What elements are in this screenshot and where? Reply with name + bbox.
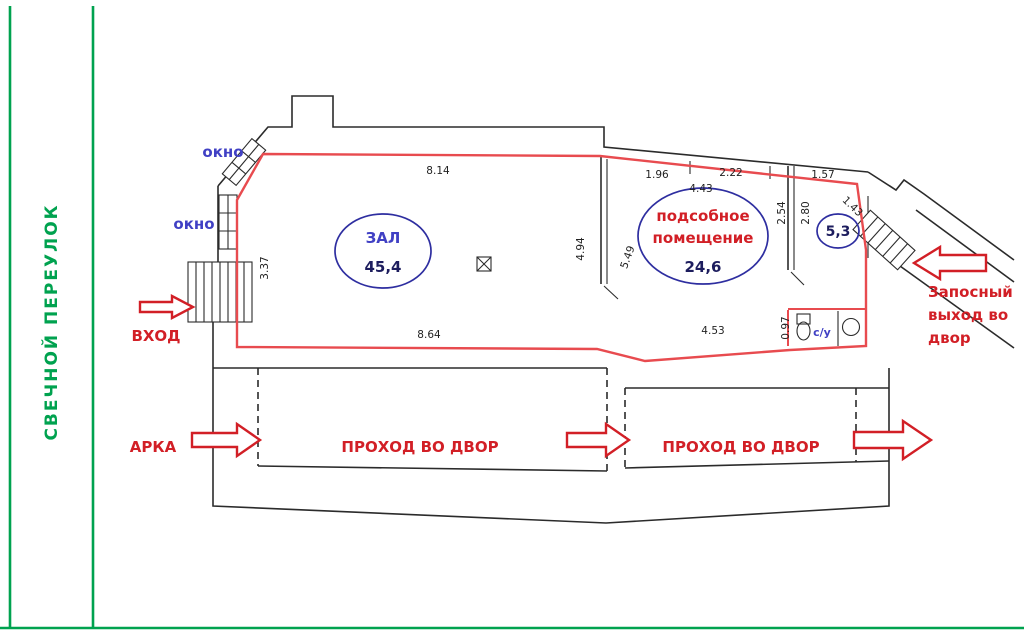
entrance-stairs <box>187 261 253 323</box>
dim-utility-bottom: 4.53 <box>701 325 724 337</box>
dim-hall-right: 4.94 <box>575 237 587 261</box>
small-room-area: 5,3 <box>826 224 851 240</box>
hall-ellipse <box>334 213 432 289</box>
exit-label-line2: выход во <box>928 306 1008 324</box>
wc-fixtures <box>796 311 861 346</box>
utility-name-line1: подсобное <box>656 207 749 225</box>
wc-label: с/у <box>813 326 831 339</box>
exit-label-line3: двор <box>928 329 971 347</box>
vent-symbol-icon <box>476 256 492 272</box>
dim-seg-254: 2.54 <box>776 201 788 225</box>
street-frame <box>0 6 1024 630</box>
utility-ellipse <box>637 187 769 285</box>
dimension-labels: 8.14 1.96 2.22 1.57 4.43 2.54 2.80 1.43 … <box>259 165 865 341</box>
passage-left-arrow-icon <box>565 421 632 459</box>
arch-arrow-icon <box>190 421 263 459</box>
building-outline <box>212 95 1015 524</box>
street-label: СВЕЧНОЙ ПЕРЕУЛОК <box>40 203 62 440</box>
dim-hall-diagonal: 5.49 <box>618 244 637 270</box>
entrance-label: ВХОД <box>131 327 180 345</box>
dim-seg-222: 2.22 <box>719 167 742 179</box>
hall-name: ЗАЛ <box>366 229 401 247</box>
dim-hall-bottom: 8.64 <box>417 329 441 341</box>
dim-hall-left: 3.37 <box>259 256 271 279</box>
utility-area: 24,6 <box>684 258 721 276</box>
dim-wc-width: 0.97 <box>780 316 792 339</box>
hall-area: 45,4 <box>364 258 401 276</box>
arch-label: АРКА <box>130 438 177 456</box>
utility-name-line2: помещение <box>653 229 754 247</box>
dim-seg-157: 1.57 <box>811 169 834 181</box>
dim-seg-196: 1.96 <box>645 169 669 181</box>
exit-arrow-icon <box>911 244 988 282</box>
exit-label-line1: Запосный <box>928 283 1013 301</box>
passage-right-label: ПРОХОД ВО ДВОР <box>662 438 819 456</box>
dim-utility-top: 4.43 <box>689 183 712 195</box>
wc-red-walls <box>787 308 866 346</box>
small-room-ellipse <box>816 213 860 249</box>
dim-hall-top: 8.14 <box>426 165 450 177</box>
window-left-icon <box>218 194 238 250</box>
passage-right-arrow-icon <box>852 418 934 462</box>
entrance-arrow-icon <box>138 294 196 320</box>
window-top-label: окно <box>202 143 243 161</box>
dim-seg-280: 2.80 <box>800 201 812 224</box>
interior-walls <box>600 157 805 300</box>
window-top-icon <box>221 137 267 187</box>
passage-left-label: ПРОХОД ВО ДВОР <box>341 438 498 456</box>
window-left-label: окно <box>173 215 214 233</box>
premises-outline <box>235 152 868 363</box>
